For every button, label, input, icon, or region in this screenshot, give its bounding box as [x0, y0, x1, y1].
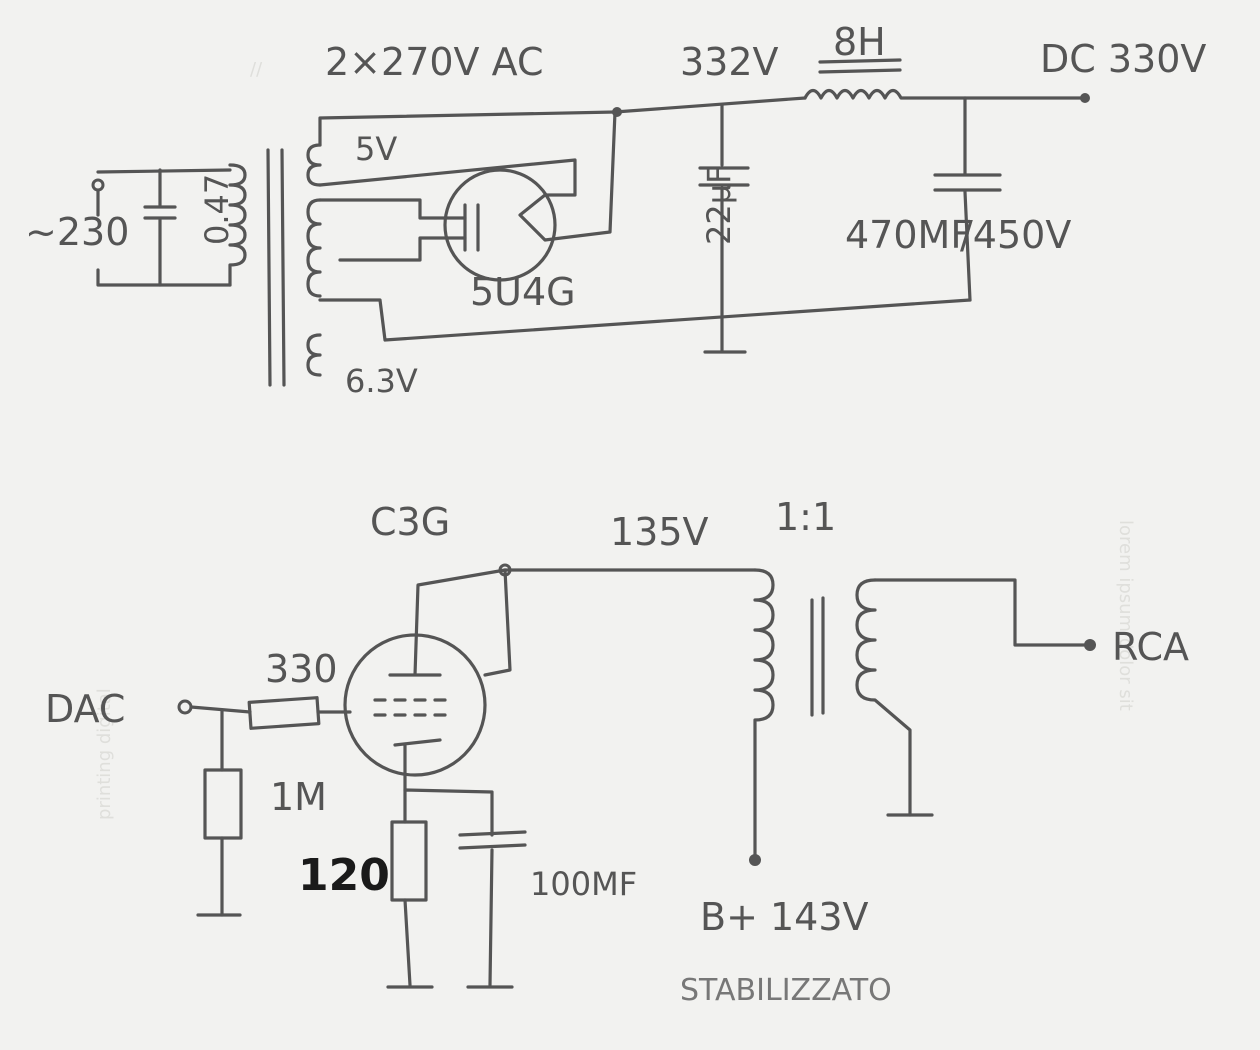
- output-secondary: [855, 578, 912, 817]
- filter-capacitor: [698, 103, 750, 352]
- junction-dot: [612, 107, 622, 117]
- mains-wire-top: [96, 168, 232, 174]
- dc-output-label: DC 330V: [1040, 37, 1206, 81]
- cathode-resistor-label: 120: [298, 850, 390, 901]
- choke-label: 8H: [833, 20, 886, 64]
- dac-input-terminal: [177, 699, 193, 715]
- rectified-voltage-label: 332V: [680, 40, 779, 84]
- grid-resistor-label: 330: [265, 647, 338, 691]
- cathode-wire: [403, 788, 494, 987]
- rectifier-filament: [518, 110, 617, 242]
- power-supply-labels: ~230 0.47 2×270V AC 5V 6.3V 5U4G 332V 22…: [25, 20, 1206, 400]
- anode-voltage-label: 135V: [610, 510, 709, 554]
- output-transformer-core: [810, 596, 825, 717]
- bplus-rail: [613, 96, 807, 114]
- primary-winding: [228, 163, 247, 287]
- mains-wire-left: [96, 188, 232, 287]
- filter-cap-label: 22µF: [700, 166, 738, 245]
- reservoir-cap-label: 470MF: [845, 213, 972, 257]
- wire-5v-heater: [318, 158, 577, 197]
- wire-hv-anodes: [318, 198, 467, 262]
- grid-resistor: [247, 696, 321, 730]
- grid-leak-resistor: [203, 768, 243, 840]
- winding-5v: [306, 143, 322, 187]
- dc-output-terminal: [1080, 93, 1090, 103]
- transformer-ratio-label: 1:1: [775, 495, 836, 539]
- winding-6v3-label: 6.3V: [345, 362, 418, 400]
- amplifier-labels: C3G 135V 1:1 DAC 330 1M 120 100MF RCA B+…: [45, 495, 1189, 1008]
- tube-grids: [373, 698, 447, 717]
- secondary-top-wire: [873, 578, 1092, 647]
- dac-input-label: DAC: [45, 687, 125, 731]
- wire-5v-top: [318, 110, 617, 147]
- tube-cathode: [393, 738, 442, 792]
- rca-output-label: RCA: [1112, 625, 1189, 669]
- tube-label: C3G: [370, 500, 450, 544]
- rectifier-anodes: [463, 203, 480, 252]
- rectifier-label: 5U4G: [470, 270, 576, 314]
- cathode-capacitor: [458, 830, 527, 987]
- bplus-terminal: [749, 854, 761, 866]
- primary-cap-label: 0.47: [198, 174, 236, 245]
- cathode-resistor: [390, 820, 428, 902]
- winding-5v-label: 5V: [355, 130, 397, 168]
- primary-capacitor: [143, 168, 177, 287]
- amplifier-circuit: [177, 563, 1096, 989]
- supply-note-label: STABILIZZATO: [680, 973, 892, 1008]
- winding-hv: [306, 198, 322, 298]
- output-primary: [753, 568, 775, 862]
- secondary-voltage-label: 2×270V AC: [325, 40, 543, 84]
- paper-show-through: // lorem ipsum dolor sit printing digita…: [94, 59, 1136, 820]
- transformer-core: [266, 148, 286, 387]
- rectifier-tube: [443, 168, 557, 282]
- tube-anode: [388, 568, 507, 677]
- choke-core: [818, 58, 902, 74]
- choke-winding: [803, 88, 1087, 100]
- svg-text://: //: [250, 59, 263, 80]
- svg-text:printing digital: printing digital: [94, 688, 115, 820]
- wire-hv-centre: [318, 298, 972, 342]
- bplus-label: B+ 143V: [700, 895, 869, 939]
- mains-label: ~230: [25, 210, 129, 254]
- svg-text:lorem ipsum dolor sit: lorem ipsum dolor sit: [1115, 520, 1136, 711]
- screen-wire: [483, 568, 512, 677]
- cathode-cap-label: 100MF: [530, 865, 637, 903]
- grid-leak-label: 1M: [270, 775, 327, 819]
- rca-terminal: [1084, 639, 1096, 651]
- reservoir-capacitor: [933, 96, 1002, 302]
- reservoir-cap-voltage-label: /450V: [960, 213, 1071, 257]
- winding-6v3: [306, 333, 322, 377]
- power-supply-circuit: [91, 58, 1090, 387]
